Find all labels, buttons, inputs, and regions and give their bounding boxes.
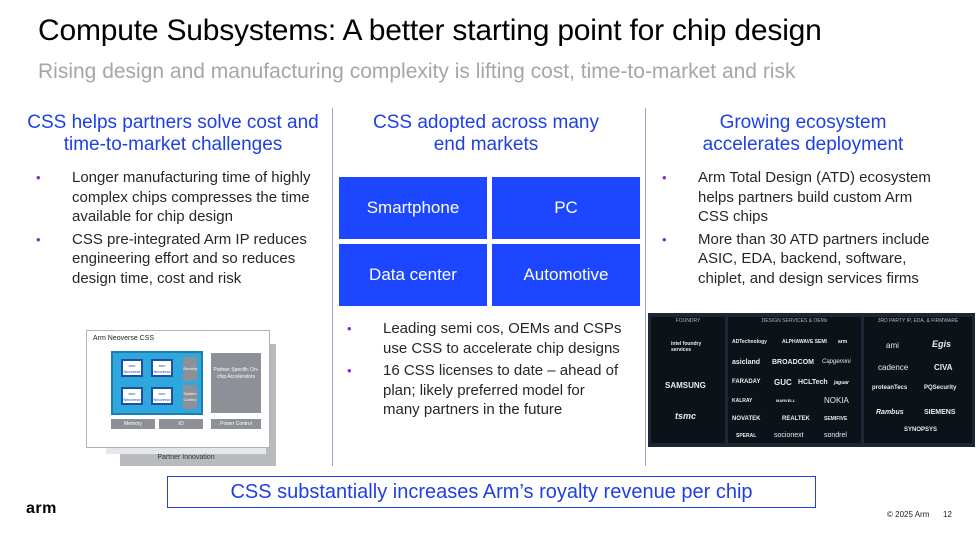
partner-logo: KALRAY <box>732 398 753 404</box>
col1-bullet-list: • Longer manufacturing time of highly com… <box>36 168 321 291</box>
col3-heading: Growing ecosystem accelerates deployment <box>702 112 904 155</box>
partner-innovation-label: Partner Innovation <box>157 454 215 461</box>
design-services-header: DESIGN SERVICES & OEMs <box>761 318 828 324</box>
third-party-panel: 3RD PARTY IP, EDA, & FIRMWARE ami Egis c… <box>864 317 972 443</box>
list-item: • More than 30 ATD partners include ASIC,… <box>662 230 937 289</box>
partner-logo: ALPHAWAVE SEMI <box>782 339 827 345</box>
list-item: • 16 CSS licenses to date – ahead of plan… <box>347 361 622 420</box>
bullet-icon: • <box>347 363 352 378</box>
system-control-block: System Control <box>183 385 197 409</box>
bullet-text: Longer manufacturing time of highly comp… <box>72 169 311 225</box>
design-services-panel: DESIGN SERVICES & OEMs ADTechnology ALPH… <box>728 317 861 443</box>
partner-logo: NOVATEK <box>732 416 761 422</box>
cpu-cluster: arm Neoverse arm Neoverse arm Neoverse a… <box>111 351 203 415</box>
market-tile-automotive: Automotive <box>492 244 640 306</box>
partner-logo: Capgemini <box>822 359 851 365</box>
core-label: arm Neoverse <box>153 363 171 374</box>
accelerators-block: Partner Specific On-chip Accelerators <box>211 353 261 413</box>
partner-logo: SIEMENS <box>924 409 956 416</box>
partner-logo: REALTEK <box>782 416 810 422</box>
bullet-icon: • <box>36 170 41 185</box>
samsung-logo: SAMSUNG <box>665 381 706 390</box>
partner-logo: SEMIFIVE <box>824 416 848 422</box>
partner-logo: jaguar <box>834 380 850 386</box>
list-item: • Arm Total Design (ATD) ecosystem helps … <box>662 168 937 227</box>
security-block: Security <box>183 357 197 381</box>
slide-title: Compute Subsystems: A better starting po… <box>38 14 822 47</box>
arm-logo: arm <box>26 500 57 517</box>
ecosystem-partner-logos: FOUNDRY intel foundry services SAMSUNG t… <box>648 313 975 447</box>
partner-logo: sondrel <box>824 432 847 439</box>
partner-logo: proteanTecs <box>872 385 908 391</box>
neoverse-core: arm Neoverse <box>151 387 173 405</box>
list-item: • Longer manufacturing time of highly com… <box>36 168 321 227</box>
bullet-text: Arm Total Design (ATD) ecosystem helps p… <box>698 169 931 225</box>
column-divider <box>332 108 333 466</box>
bullet-text: 16 CSS licenses to date – ahead of plan;… <box>383 362 619 418</box>
partner-logo: SPERAL <box>736 433 757 439</box>
list-item: • Leading semi cos, OEMs and CSPs use CSS… <box>347 319 622 358</box>
royalty-banner: CSS substantially increases Arm’s royalt… <box>167 476 816 508</box>
partner-logo: CIVA <box>934 363 953 372</box>
market-tile-data-center: Data center <box>339 244 487 306</box>
col2-bullet-list: • Leading semi cos, OEMs and CSPs use CSS… <box>347 319 622 423</box>
partner-logo: cadence <box>878 363 909 372</box>
io-block: IO <box>159 419 203 429</box>
copyright-text: © 2025 Arm <box>887 510 930 519</box>
bullet-icon: • <box>347 321 352 336</box>
page-number: 12 <box>943 510 952 519</box>
foundry-panel: FOUNDRY intel foundry services SAMSUNG t… <box>651 317 725 443</box>
partner-logo: arm <box>838 339 848 345</box>
core-label: arm Neoverse <box>123 391 141 402</box>
core-label: arm Neoverse <box>153 391 171 402</box>
bullet-text: CSS pre-integrated Arm IP reduces engine… <box>72 230 307 287</box>
market-tile-smartphone: Smartphone <box>339 177 487 239</box>
neoverse-core: arm Neoverse <box>121 359 143 377</box>
partner-logo: GUC <box>774 378 792 387</box>
partner-logo: SYNOPSYS <box>904 427 938 433</box>
partner-logo: Rambus <box>876 409 904 416</box>
neoverse-core: arm Neoverse <box>151 359 173 377</box>
partner-logo: HCLTech <box>798 379 828 386</box>
arm-neoverse-css-diagram: Arm Neoverse CSS arm Neoverse arm Neover… <box>86 330 286 470</box>
bullet-text: Leading semi cos, OEMs and CSPs use CSS … <box>383 320 622 357</box>
slide-subtitle: Rising design and manufacturing complexi… <box>38 60 796 83</box>
bullet-text: More than 30 ATD partners include ASIC, … <box>698 230 930 287</box>
market-tile-pc: PC <box>492 177 640 239</box>
third-party-header: 3RD PARTY IP, EDA, & FIRMWARE <box>877 318 959 324</box>
power-control-block: Power Control <box>211 419 261 429</box>
memory-block: Memory <box>111 419 155 429</box>
diagram-title: Arm Neoverse CSS <box>93 335 155 342</box>
bullet-icon: • <box>36 231 41 247</box>
partner-logo: asicland <box>732 359 761 366</box>
partner-logo: MARVELL <box>776 398 796 403</box>
bullet-icon: • <box>662 170 667 185</box>
foundry-header: FOUNDRY <box>675 318 701 324</box>
column-divider <box>645 108 646 466</box>
partner-logo: FARADAY <box>732 379 761 385</box>
partner-logo: BROADCOM <box>772 359 814 366</box>
partner-logo: Egis <box>932 339 952 349</box>
list-item: • CSS pre-integrated Arm IP reduces engin… <box>36 230 321 289</box>
diagram-main-block: Arm Neoverse CSS arm Neoverse arm Neover… <box>86 330 270 448</box>
bullet-icon: • <box>662 231 667 247</box>
tsmc-logo: tsmc <box>675 411 697 421</box>
partner-logo: ADTechnology <box>732 339 767 345</box>
partner-logo: NOKIA <box>824 396 849 405</box>
partner-logo: socionext <box>774 432 804 439</box>
partner-logo: PQSecurity <box>924 385 957 391</box>
partner-logo: ami <box>886 341 899 350</box>
core-label: arm Neoverse <box>123 363 141 374</box>
col3-bullet-list: • Arm Total Design (ATD) ecosystem helps … <box>662 168 937 291</box>
col2-heading: CSS adopted across many end markets <box>372 112 599 155</box>
intel-logo: intel foundry services <box>671 341 702 353</box>
col1-heading: CSS helps partners solve cost and time-t… <box>27 112 319 155</box>
neoverse-core: arm Neoverse <box>121 387 143 405</box>
